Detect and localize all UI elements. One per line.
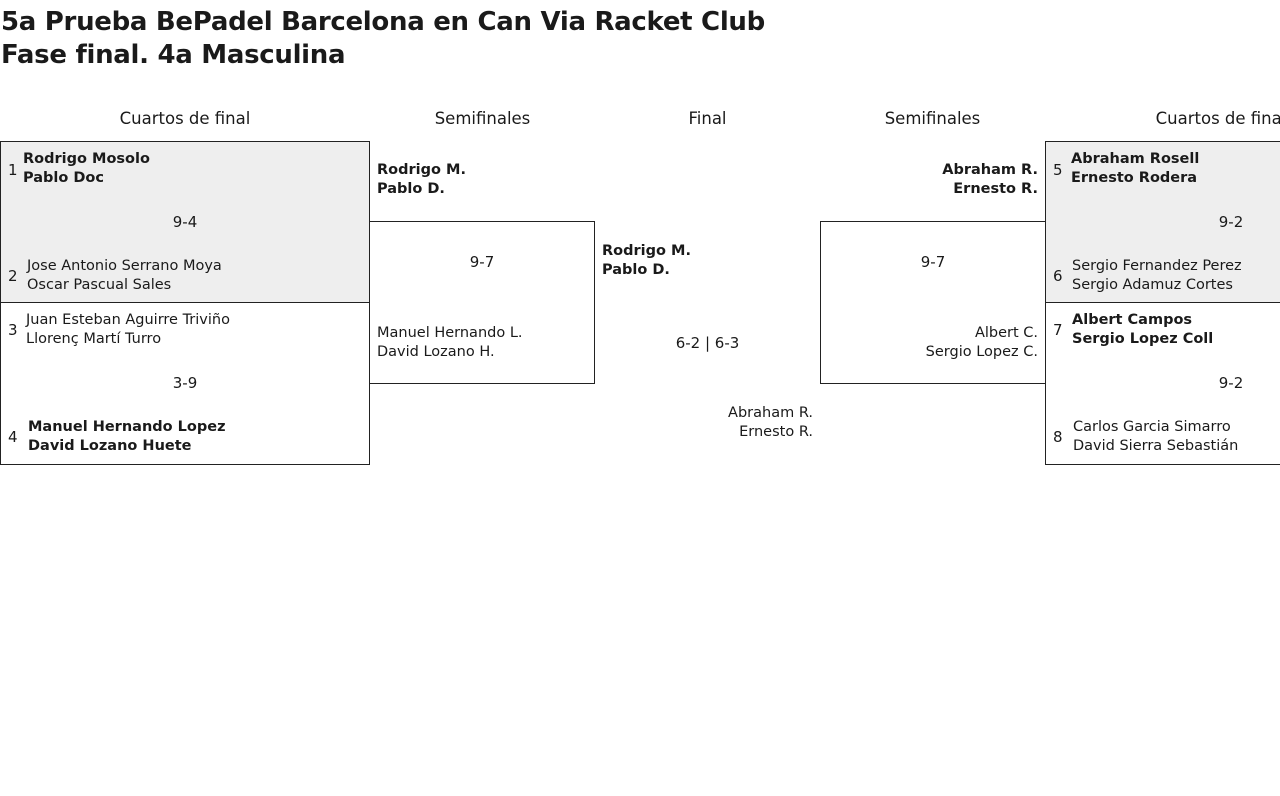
player-name: Manuel Hernando Lopez	[28, 419, 226, 435]
page-title: 5a Prueba BePadel Barcelona en Can Via R…	[1, 6, 765, 72]
team-bottom: Jose Antonio Serrano Moya Oscar Pascual …	[27, 257, 222, 295]
player-name: Ernesto R.	[739, 424, 813, 440]
player-name: Abraham R.	[728, 405, 813, 421]
team-bottom: Carlos Garcia Simarro David Sierra Sebas…	[1073, 418, 1238, 456]
player-name: Pablo D.	[377, 181, 445, 197]
phase-name: Fase final. 4a Masculina	[1, 40, 346, 70]
player-name: David Lozano H.	[377, 344, 495, 360]
player-name: Sergio Adamuz Cortes	[1072, 277, 1233, 293]
player-name: Rodrigo Mosolo	[23, 151, 150, 167]
round-header-left-semis: Semifinales	[434, 109, 531, 128]
match-score: 3-9	[172, 374, 198, 392]
left-semi-team-top: Rodrigo M. Pablo D.	[377, 161, 466, 199]
player-name: Sergio Lopez C.	[925, 344, 1038, 360]
player-name: Llorenç Martí Turro	[26, 331, 162, 347]
right-semi-team-top: Abraham R. Ernesto R.	[820, 161, 1038, 199]
player-name: Jose Antonio Serrano Moya	[27, 258, 222, 274]
final-team-bottom: Abraham R. Ernesto R.	[600, 404, 813, 442]
match-right-qf-2: 7 Albert Campos Sergio Lopez Coll 9-2 8 …	[1045, 302, 1280, 465]
player-name: Abraham Rosell	[1071, 151, 1200, 167]
right-semi-team-bottom: Albert C. Sergio Lopez C.	[821, 324, 1038, 362]
match-left-qf-1: 1 Rodrigo Mosolo Pablo Doc 9-4 2 Jose An…	[0, 141, 370, 303]
seed-number: 3	[8, 321, 18, 339]
round-header-left-quarters: Cuartos de final	[119, 109, 251, 128]
seed-number: 7	[1053, 321, 1063, 339]
player-name: Oscar Pascual Sales	[27, 277, 172, 293]
player-name: Pablo Doc	[23, 170, 104, 186]
round-header-right-semis: Semifinales	[884, 109, 981, 128]
team-bottom: Sergio Fernandez Perez Sergio Adamuz Cor…	[1072, 257, 1242, 295]
player-name: Carlos Garcia Simarro	[1073, 419, 1231, 435]
seed-number: 5	[1053, 161, 1063, 179]
team-top: Juan Esteban Aguirre Triviño Llorenç Mar…	[26, 311, 230, 349]
player-name: Rodrigo M.	[377, 162, 466, 178]
seed-number: 4	[8, 428, 18, 446]
team-top: Abraham Rosell Ernesto Rodera	[1071, 150, 1199, 188]
player-name: Sergio Lopez Coll	[1072, 331, 1214, 347]
round-header-right-quarters: Cuartos de final	[1155, 109, 1280, 128]
player-name: Abraham R.	[942, 162, 1038, 178]
seed-number: 6	[1053, 267, 1063, 285]
round-header-final: Final	[688, 109, 727, 128]
player-name: Rodrigo M.	[602, 243, 691, 259]
seed-number: 8	[1053, 428, 1063, 446]
match-left-qf-2: 3 Juan Esteban Aguirre Triviño Llorenç M…	[0, 302, 370, 465]
team-top: Rodrigo Mosolo Pablo Doc	[23, 150, 150, 188]
match-score: 9-4	[172, 213, 198, 231]
match-score: 9-2	[1218, 213, 1244, 231]
match-left-semi: 9-7 Manuel Hernando L. David Lozano H.	[369, 221, 595, 384]
seed-number: 2	[8, 267, 18, 285]
final-score: 6-2 | 6-3	[675, 334, 740, 352]
match-score: 9-7	[920, 253, 946, 271]
player-name: Manuel Hernando L.	[377, 325, 523, 341]
player-name: Juan Esteban Aguirre Triviño	[26, 312, 230, 328]
left-semi-team-bottom: Manuel Hernando L. David Lozano H.	[377, 324, 523, 362]
team-top: Albert Campos Sergio Lopez Coll	[1072, 311, 1213, 349]
player-name: David Lozano Huete	[28, 438, 192, 454]
match-score: 9-7	[469, 253, 495, 271]
player-name: David Sierra Sebastián	[1073, 438, 1239, 454]
match-right-qf-1: 5 Abraham Rosell Ernesto Rodera 9-2 6 Se…	[1045, 141, 1280, 303]
player-name: Ernesto Rodera	[1071, 170, 1198, 186]
tournament-name: 5a Prueba BePadel Barcelona en Can Via R…	[1, 7, 765, 37]
team-bottom: Manuel Hernando Lopez David Lozano Huete	[28, 418, 226, 456]
seed-number: 1	[8, 161, 18, 179]
player-name: Sergio Fernandez Perez	[1072, 258, 1242, 274]
player-name: Ernesto R.	[953, 181, 1038, 197]
player-name: Albert Campos	[1072, 312, 1193, 328]
match-right-semi: 9-7 Albert C. Sergio Lopez C.	[820, 221, 1046, 384]
final-team-top: Rodrigo M. Pablo D.	[602, 242, 691, 280]
player-name: Albert C.	[974, 325, 1038, 341]
match-score: 9-2	[1218, 374, 1244, 392]
player-name: Pablo D.	[602, 262, 670, 278]
